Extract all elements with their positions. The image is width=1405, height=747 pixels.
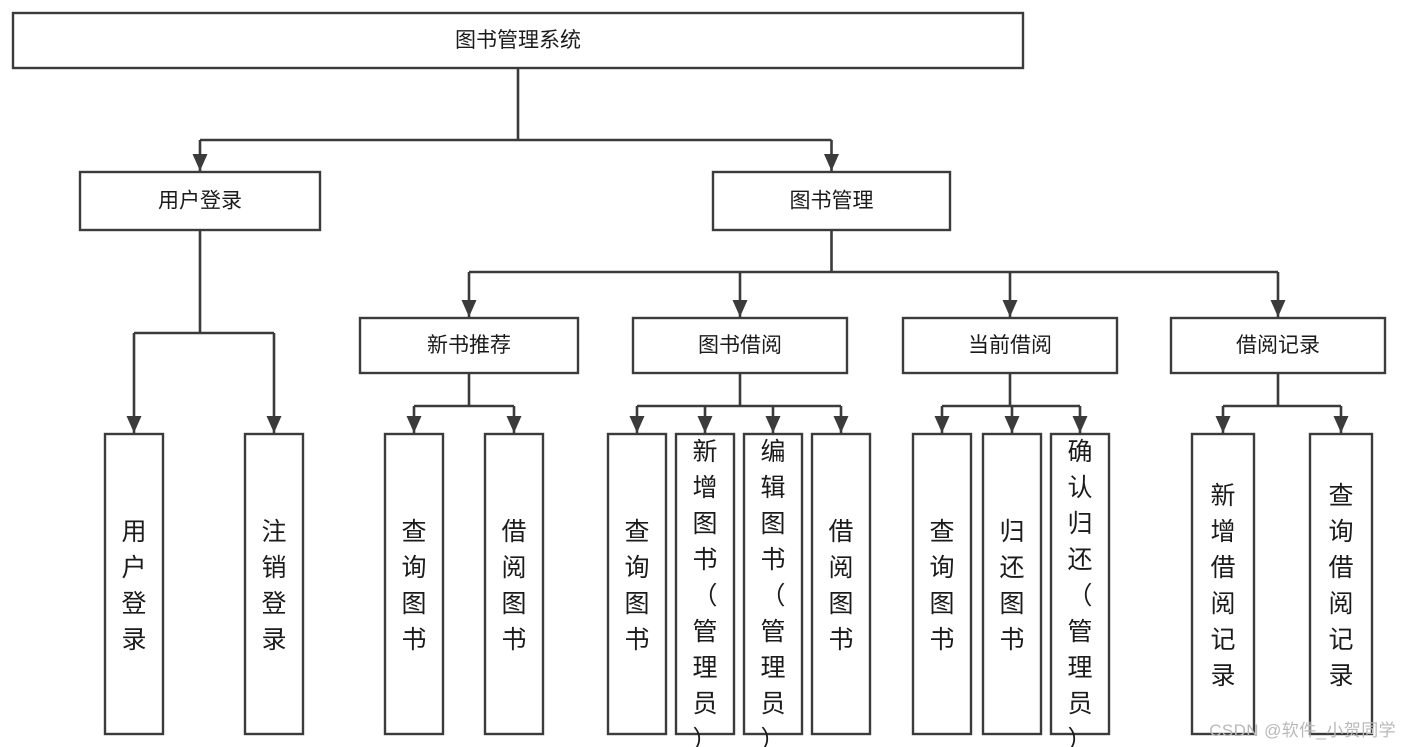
node-query-borrow-record[interactable]: 查询借阅记录 <box>1308 432 1374 736</box>
arrow-head <box>833 416 849 433</box>
node-box-current-borrow <box>901 316 1119 375</box>
node-book-manage[interactable]: 图书管理 <box>711 170 952 232</box>
node-book-borrow[interactable]: 图书借阅 <box>631 316 849 375</box>
node-current-borrow[interactable]: 当前借阅 <box>901 316 1119 375</box>
node-undefined[interactable]: 图书管理系统 <box>11 11 1025 70</box>
node-box-confirm-return-admin <box>1049 432 1111 736</box>
node-box-query-book-3 <box>911 432 973 736</box>
node-label-query-book-1: 查询图书 <box>401 518 426 654</box>
node-label-query-book-2: 查询图书 <box>624 518 649 654</box>
node-box-undefined <box>11 11 1025 70</box>
arrow-head <box>1270 300 1286 317</box>
node-label-book-borrow: 图书借阅 <box>698 334 782 357</box>
node-label-borrow-book-1: 借阅图书 <box>501 518 526 654</box>
node-box-new-book-recommend <box>358 316 580 375</box>
node-box-login <box>103 432 165 736</box>
node-add-borrow-record[interactable]: 新增借阅记录 <box>1190 432 1256 736</box>
node-box-query-book-1 <box>383 432 445 736</box>
arrow-head <box>1215 416 1231 433</box>
node-edit-book-admin[interactable]: 编辑图书（管理员） <box>742 432 804 747</box>
node-box-add-borrow-record <box>1190 432 1256 736</box>
node-label-edit-book-admin: 编辑图书（管理员） <box>760 438 785 747</box>
node-label-query-book-3: 查询图书 <box>929 518 954 654</box>
arrow-head <box>1002 300 1018 317</box>
node-add-book-admin[interactable]: 新增图书（管理员） <box>674 432 736 747</box>
node-label-user-login: 用户登录 <box>158 190 242 213</box>
node-box-return-book <box>981 432 1043 736</box>
arrow-head <box>1333 416 1349 433</box>
node-box-borrow-book-1 <box>483 432 545 736</box>
node-box-logout <box>243 432 305 736</box>
arrow-head <box>697 416 713 433</box>
node-box-book-borrow <box>631 316 849 375</box>
node-query-book-2[interactable]: 查询图书 <box>606 432 668 736</box>
node-label-logout: 注销登录 <box>261 518 286 654</box>
node-new-book-recommend[interactable]: 新书推荐 <box>358 316 580 375</box>
node-label-add-borrow-record: 新增借阅记录 <box>1210 482 1235 690</box>
node-box-query-borrow-record <box>1308 432 1374 736</box>
node-label-book-manage: 图书管理 <box>790 190 874 213</box>
node-label-borrow-book-2: 借阅图书 <box>828 518 853 654</box>
arrow-head <box>934 416 950 433</box>
connector-layer <box>126 68 1349 433</box>
node-box-add-book-admin <box>674 432 736 736</box>
node-label-confirm-return-admin: 确认归还（管理员） <box>1067 438 1092 747</box>
node-label-undefined: 图书管理系统 <box>455 29 581 52</box>
node-label-query-borrow-record: 查询借阅记录 <box>1328 482 1353 690</box>
node-box-borrow-book-2 <box>810 432 872 736</box>
arrow-head <box>732 300 748 317</box>
node-box-query-book-2 <box>606 432 668 736</box>
arrow-head <box>629 416 645 433</box>
node-confirm-return-admin[interactable]: 确认归还（管理员） <box>1049 432 1111 747</box>
arrow-head <box>126 416 142 433</box>
node-box-edit-book-admin <box>742 432 804 736</box>
node-borrow-record[interactable]: 借阅记录 <box>1169 316 1387 375</box>
node-borrow-book-1[interactable]: 借阅图书 <box>483 432 545 736</box>
node-label-add-book-admin: 新增图书（管理员） <box>692 438 717 747</box>
node-box-book-manage <box>711 170 952 232</box>
arrow-head <box>1004 416 1020 433</box>
node-return-book[interactable]: 归还图书 <box>981 432 1043 736</box>
node-box-user-login <box>78 170 322 232</box>
node-borrow-book-2[interactable]: 借阅图书 <box>810 432 872 736</box>
node-label-return-book: 归还图书 <box>999 518 1024 654</box>
arrow-head <box>506 416 522 433</box>
arrow-head <box>1072 416 1088 433</box>
node-label-new-book-recommend: 新书推荐 <box>427 334 511 357</box>
node-logout[interactable]: 注销登录 <box>243 432 305 736</box>
arrow-head <box>824 154 839 171</box>
node-label-login: 用户登录 <box>121 518 146 654</box>
node-query-book-3[interactable]: 查询图书 <box>911 432 973 736</box>
node-login[interactable]: 用户登录 <box>103 432 165 736</box>
node-label-borrow-record: 借阅记录 <box>1236 334 1320 357</box>
node-user-login[interactable]: 用户登录 <box>78 170 322 232</box>
arrow-head <box>406 416 422 433</box>
node-query-book-1[interactable]: 查询图书 <box>383 432 445 736</box>
arrow-head <box>266 416 282 433</box>
node-layer: 图书管理系统用户登录图书管理用户登录注销登录新书推荐查询图书借阅图书图书借阅查询… <box>11 11 1387 747</box>
arrow-head <box>192 154 208 171</box>
arrow-head <box>765 416 781 433</box>
arrow-head <box>461 300 477 317</box>
node-label-current-borrow: 当前借阅 <box>968 334 1052 357</box>
node-box-borrow-record <box>1169 316 1387 375</box>
